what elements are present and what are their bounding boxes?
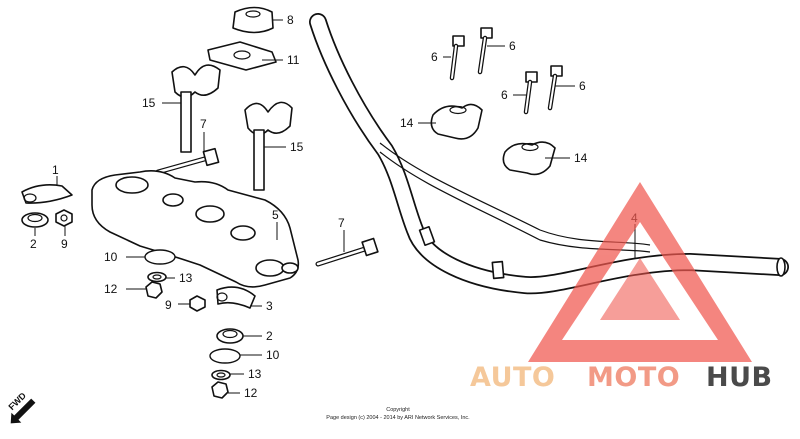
washer-10-upper [144, 249, 176, 265]
callout-3: 3 [266, 299, 273, 313]
copyright-line2: Page design (c) 2004 - 2014 by ARI Netwo… [326, 415, 470, 421]
watermark-word-hub: HUB [706, 362, 773, 393]
callout-7a: 7 [200, 117, 207, 131]
callout-12b: 12 [244, 386, 258, 400]
bolt-7-lower [315, 237, 379, 267]
copyright-notice: Copyright Page design (c) 2004 - 2014 by… [326, 407, 470, 421]
top-bridge [91, 170, 300, 288]
cable-clamp-1 [21, 184, 73, 204]
callout-10b: 10 [266, 348, 280, 362]
callout-12a: 12 [104, 282, 118, 296]
washer-13-lower [211, 369, 231, 381]
nut-12-upper [145, 281, 163, 299]
bolt-6-d [547, 65, 563, 111]
callout-9b: 9 [165, 298, 172, 312]
callout-9a: 9 [61, 237, 68, 251]
callout-6a: 6 [431, 50, 438, 64]
leader-lines [34, 19, 636, 394]
rubber-2-lower [216, 328, 244, 344]
lower-holder-right [244, 101, 293, 191]
callout-labels: 8 11 15 7 15 1 2 9 5 7 4 10 13 12 9 3 2 … [30, 13, 638, 400]
rubber-2-left [21, 212, 49, 228]
callout-14b: 14 [574, 151, 588, 165]
upper-holder-right [502, 141, 556, 176]
watermark-word-moto: MOTO [587, 362, 680, 393]
cable-clamp-3 [216, 286, 256, 309]
callout-8: 8 [287, 13, 294, 27]
nut-9-left [55, 209, 73, 227]
automotohub-watermark [528, 182, 752, 362]
bolt-6-b [477, 27, 493, 75]
callout-1: 1 [52, 163, 59, 177]
bolt-7-upper [155, 147, 220, 175]
upper-holder-left [430, 103, 483, 140]
copyright-line1: Copyright [386, 407, 410, 413]
callout-2b: 2 [266, 329, 273, 343]
callout-2a: 2 [30, 237, 37, 251]
callout-15a: 15 [142, 96, 156, 110]
callout-7b: 7 [338, 216, 345, 230]
watermark-wordmark: AUTO MOTO HUB [470, 362, 773, 393]
callout-13a: 13 [179, 271, 193, 285]
callout-6c: 6 [501, 88, 508, 102]
bolt-6-a [449, 35, 465, 81]
callout-10a: 10 [104, 250, 118, 264]
callout-6d: 6 [579, 79, 586, 93]
lower-holder-left [171, 64, 221, 153]
callout-5: 5 [272, 208, 279, 222]
bolt-6-c [523, 71, 538, 115]
watermark-word-auto: AUTO [470, 362, 555, 393]
nut-9-lower [189, 295, 206, 312]
handlebar-holder-plate [207, 41, 277, 71]
callout-6b: 6 [509, 39, 516, 53]
washer-10-lower [209, 348, 241, 364]
callout-13b: 13 [248, 367, 262, 381]
nut-12-lower [211, 381, 229, 399]
callout-11: 11 [287, 53, 300, 67]
watermark-triangle [528, 182, 752, 362]
washer-13-upper [147, 271, 167, 283]
callout-14a: 14 [400, 116, 414, 130]
handlebar-upper-holder [232, 6, 274, 34]
fwd-arrow-icon: FWD [6, 390, 36, 424]
callout-15b: 15 [290, 140, 304, 154]
